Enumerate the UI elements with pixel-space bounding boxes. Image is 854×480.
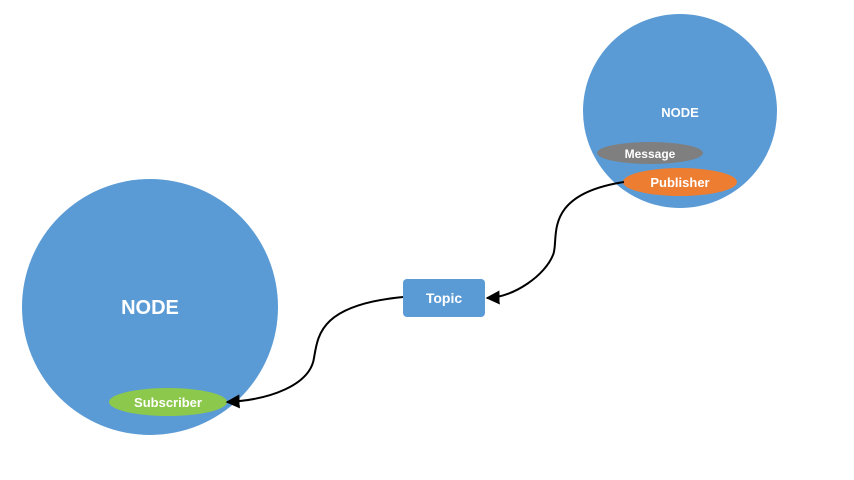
edge-topic-to-subscriber xyxy=(225,296,404,409)
edge-publisher-to-topic xyxy=(485,181,625,305)
publisher-label: Publisher xyxy=(650,175,709,190)
subscriber-node-label: NODE xyxy=(121,297,179,319)
subscriber-ellipse xyxy=(109,388,227,416)
subscriber-label: Subscriber xyxy=(134,395,202,410)
message-label: Message xyxy=(625,147,676,161)
topic-label: Topic xyxy=(426,290,463,306)
publisher-pill[interactable]: Publisher xyxy=(623,168,737,196)
subscriber-pill[interactable]: Subscriber xyxy=(109,388,227,416)
topic-box[interactable]: Topic xyxy=(403,279,485,317)
publisher-ellipse xyxy=(623,168,737,196)
message-pill[interactable]: Message xyxy=(597,142,703,164)
publisher-node-label: NODE xyxy=(661,105,699,120)
topic-rect xyxy=(403,279,485,317)
subscriber-node[interactable]: NODE xyxy=(22,179,278,435)
subscriber-node-circle xyxy=(22,179,278,435)
message-ellipse xyxy=(597,142,703,164)
